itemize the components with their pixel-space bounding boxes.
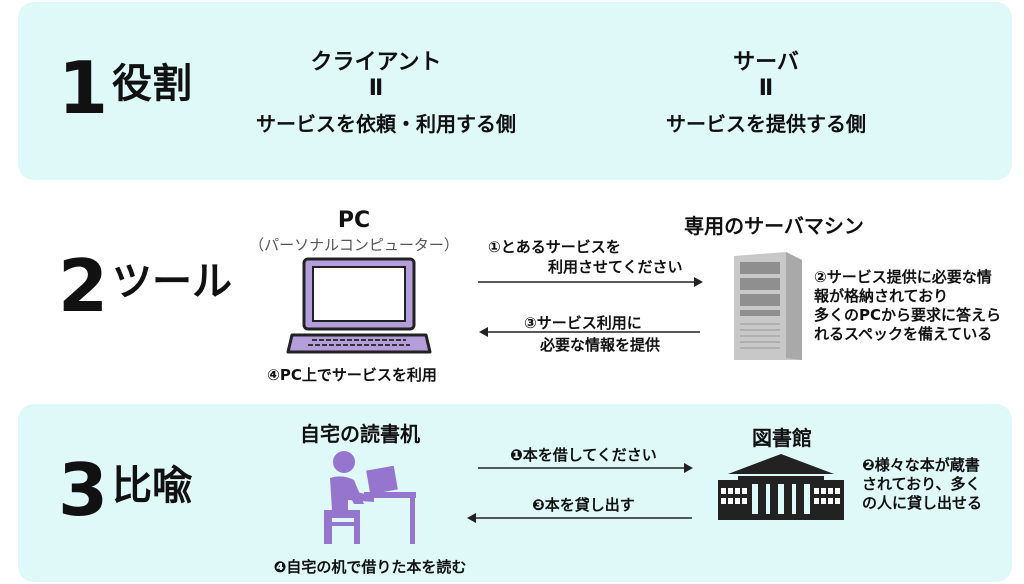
- library-description-block: ❷様々な本が蔵書 されており、多く の人に貸し出せる: [862, 456, 982, 513]
- section-3-title: 比喩: [112, 463, 192, 509]
- server-equals: Ⅱ: [758, 76, 774, 101]
- arrow-to-server-icon: [478, 277, 703, 287]
- home-caption: ❹自宅の机で借りた本を読む: [273, 558, 467, 576]
- section-3-number: 3: [58, 448, 109, 532]
- server-machine-title: 専用のサーバマシン: [684, 214, 864, 238]
- arrow-1-label-line2: 利用させてください: [548, 258, 683, 276]
- section-role-panel: [18, 2, 1012, 180]
- server-desc-line: 多くのPCから要求に答えら: [814, 306, 1002, 324]
- pc-caption: ④PC上でサービスを利用: [267, 366, 437, 384]
- client-title: クライアント: [310, 50, 442, 75]
- section-2-number: 2: [58, 244, 109, 328]
- library-desc-line: ❷様々な本が蔵書: [862, 456, 980, 474]
- client-description: サービスを依頼・利用する側: [256, 112, 516, 136]
- section-1-title: 役割: [112, 61, 192, 107]
- metaphor-arrow-1-label: ❶本を借してください: [510, 446, 657, 464]
- server-desc-line: 報が格納されており: [814, 287, 949, 305]
- server-description-block: ②サービス提供に必要な情 報が格納されており 多くのPCから要求に答えら れるス…: [814, 268, 1001, 344]
- arrow-2-label-line1: ③サービス利用に: [524, 314, 642, 332]
- server-desc-line: ②サービス提供に必要な情: [814, 268, 992, 286]
- arrow-1-label-line1: ①とあるサービスを: [488, 238, 621, 256]
- library-desc-line: の人に貸し出せる: [862, 494, 983, 512]
- pc-title: PC: [337, 208, 371, 233]
- section-1-number: 1: [58, 46, 109, 130]
- pc-subtitle: （パーソナルコンピューター）: [249, 236, 459, 254]
- server-description: サービスを提供する側: [666, 112, 866, 136]
- server-desc-line: れるスペックを備えている: [814, 325, 993, 343]
- server-title: サーバ: [733, 50, 799, 75]
- library-desc-line: されており、多く: [862, 475, 981, 493]
- arrow-to-library-icon: [478, 463, 693, 473]
- client-equals: Ⅱ: [368, 76, 384, 101]
- arrow-2-label-line2: 必要な情報を提供: [540, 336, 661, 354]
- section-metaphor-panel: [18, 404, 1012, 582]
- person-at-desk-icon: [324, 451, 416, 544]
- metaphor-arrow-2-label: ❸本を貸し出す: [532, 496, 635, 514]
- laptop-icon: [286, 257, 432, 354]
- server-tower-icon: [734, 252, 802, 360]
- library-building-icon: [718, 454, 844, 520]
- arrow-to-pc-icon: [479, 327, 700, 337]
- section-2-title: ツール: [112, 259, 232, 305]
- home-desk-title: 自宅の読書机: [300, 422, 420, 446]
- arrow-to-home-icon: [467, 513, 692, 523]
- library-title: 図書館: [752, 426, 812, 450]
